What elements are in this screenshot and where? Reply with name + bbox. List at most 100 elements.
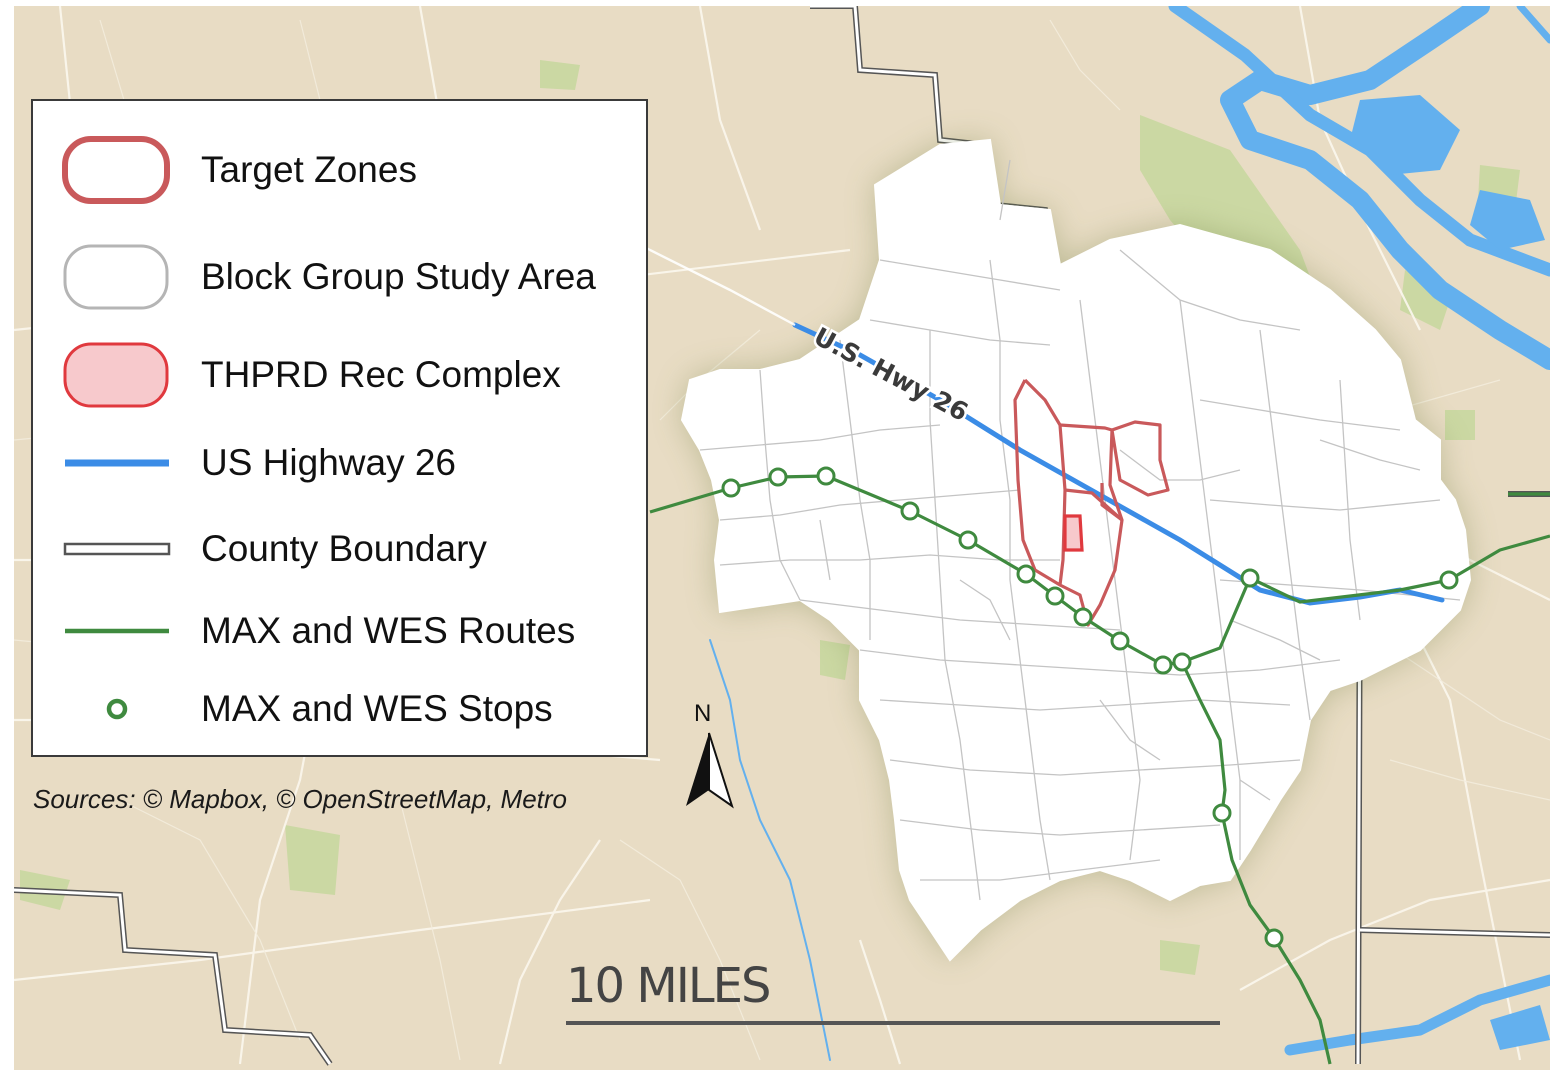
road [698,6,762,231]
road [14,898,651,982]
target-zone-swatch [62,136,170,204]
transit-stop [1153,655,1173,675]
scale-label: 10 MILES [566,958,771,1014]
transit-stop-swatch [106,698,128,720]
transit-stop [1264,928,1284,948]
block-group-line [839,339,871,640]
block-group-line [959,579,1011,641]
legend: Target Zones Block Group Study Area THPR… [31,99,648,757]
transit-stop [721,478,741,498]
road [1239,878,1550,991]
transit-stop [1045,586,1065,606]
block-group-line [1229,619,1321,661]
target-zone-outline [1013,378,1170,627]
block-group-line [1239,779,1271,801]
river-side-channel [1516,6,1550,44]
transit-stop [1172,652,1192,672]
road [119,799,301,1041]
block-group-line [1209,499,1441,511]
block-group-line [899,819,1221,836]
lake [1470,190,1545,250]
county-boundary [14,888,332,1065]
block-group-line [1319,439,1421,471]
block-group-line [1259,329,1311,721]
block-group-line [799,599,1121,631]
block-group-line [819,519,831,581]
road [619,839,761,1061]
transit-stop [1439,570,1459,590]
transit-stop [1240,568,1260,588]
transit-stop [816,466,836,486]
road [1298,6,1421,331]
north-arrow-right-half [708,732,734,809]
road [1049,19,1121,111]
legend-label: MAX and WES Stops [201,688,553,729]
block-group-line [719,489,1021,521]
block-group-line [1179,299,1241,860]
lakes [1350,95,1550,1050]
block-group-line [869,319,1051,346]
block-group-lines [699,159,1461,901]
county-boundary-swatch [63,542,171,556]
legend-label: County Boundary [201,528,487,569]
river-lower [1284,974,1550,1056]
transit-stop [1016,564,1036,584]
legend-label: THPRD Rec Complex [201,354,561,395]
block-group-line [879,259,1061,291]
target-zones [1013,378,1170,627]
transit-route [1180,661,1332,1065]
creek [709,639,831,1061]
map-sources: Sources: © Mapbox, © OpenStreetMap, Metr… [33,784,567,814]
block-group-line [920,859,1161,881]
legend-item-transit-stops: MAX and WES Stops [33,679,648,739]
lake [1350,95,1460,175]
block-group-line [759,369,801,601]
park-area [285,825,340,895]
transit-stop [1212,803,1232,823]
highway-line-swatch [65,459,169,467]
park-area [820,640,850,680]
transit-route-swatch [65,628,169,634]
park-area [1160,940,1200,975]
legend-item-rec-complex: THPRD Rec Complex [33,342,648,408]
legend-item-transit-routes: MAX and WES Routes [33,601,648,661]
park-area [540,60,580,90]
block-group-line [859,649,1341,676]
park-area [1445,410,1475,440]
block-group-line [1119,249,1301,331]
transit-stop [1073,607,1093,627]
block-group-line [1339,379,1361,621]
transit-stops [721,466,1459,948]
legend-item-target-zones: Target Zones [33,136,648,204]
study-area-swatch [63,244,169,310]
river-main [1220,6,1550,370]
block-group-line [1099,699,1161,761]
transit-stop [1110,631,1130,651]
transit-stop [958,530,978,550]
legend-item-county-boundary: County Boundary [33,519,648,579]
rec-complex [1063,514,1084,552]
north-arrow [686,732,734,809]
target-zone-outline [1100,483,1123,522]
block-group-line [879,699,1291,711]
block-group-line [889,759,1301,776]
north-arrow-left-half [686,733,709,806]
legend-label: MAX and WES Routes [201,610,576,651]
transit-stop [768,467,788,487]
block-group-line [1079,299,1141,861]
county-boundary [1359,928,1550,937]
block-group-line [999,159,1011,221]
road [399,799,461,1061]
legend-label: Block Group Study Area [201,256,596,297]
block-group-line [1199,399,1401,431]
legend-label: US Highway 26 [201,442,457,483]
scale-bar [566,1021,1220,1025]
block-group-line [929,330,981,901]
road [1379,639,1550,741]
road [498,839,601,1065]
legend-item-highway: US Highway 26 [33,433,648,493]
block-group-line [1119,449,1241,481]
north-label: N [694,700,712,727]
legend-label: Target Zones [201,149,417,190]
